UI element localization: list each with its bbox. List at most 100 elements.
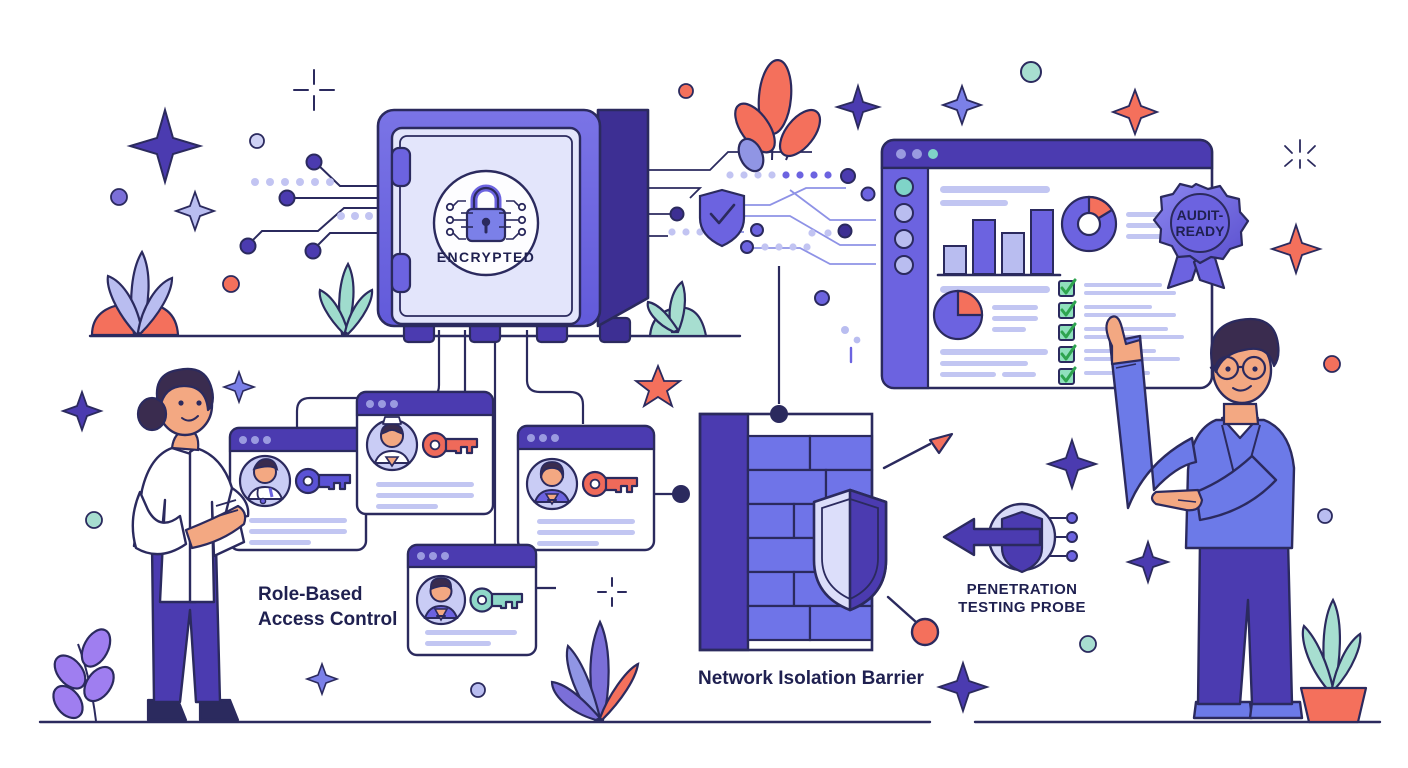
dashboard-section-heading — [940, 286, 1050, 293]
key-icon-teal — [469, 587, 524, 613]
card-text-lines — [249, 518, 347, 545]
mouth — [181, 415, 199, 422]
decor-dots — [85, 61, 1341, 698]
card-dot-1[interactable] — [366, 400, 374, 408]
bar-3 — [1001, 232, 1025, 275]
dashboard-titlebar — [880, 138, 1214, 170]
pointing-arm — [1194, 454, 1278, 522]
probe-circuit-nodes — [1066, 512, 1078, 562]
connector-endpoint-dot — [672, 485, 690, 503]
card-titlebar — [228, 426, 368, 453]
circuit-dot-runs-right — [668, 171, 832, 251]
bar-1 — [943, 245, 967, 275]
finger-line — [215, 499, 237, 507]
dashboard-donut-chart — [1060, 195, 1118, 253]
card-dot-2[interactable] — [429, 552, 437, 560]
compliance-dashboard-window[interactable] — [880, 138, 1214, 390]
analyst-figure-right — [1105, 315, 1304, 720]
bar-2 — [972, 219, 996, 275]
plant-coral-left — [90, 249, 180, 337]
key-icon-red — [421, 431, 479, 459]
badge-text-line2: READY — [1175, 223, 1225, 239]
glasses-icon — [1209, 355, 1267, 381]
card-dot-3[interactable] — [263, 436, 271, 444]
card-dot-3[interactable] — [390, 400, 398, 408]
card-dot-3[interactable] — [551, 434, 559, 442]
decor-sparkles — [60, 82, 1323, 714]
eye-right — [1252, 366, 1258, 372]
right-shoe — [198, 698, 240, 722]
rbac-card-specialist[interactable] — [516, 424, 656, 552]
card-dot-1[interactable] — [239, 436, 247, 444]
encryption-circuit-right — [499, 200, 521, 240]
card-dot-1[interactable] — [527, 434, 535, 442]
badge-text-line1: AUDIT- — [1177, 207, 1224, 223]
potted-plant-right — [1299, 597, 1368, 724]
card-dot-3[interactable] — [441, 552, 449, 560]
dashboard-text-lines-bottom — [940, 349, 1048, 377]
card-dot-2[interactable] — [251, 436, 259, 444]
pie-legend-lines — [992, 305, 1038, 332]
neck — [1222, 402, 1260, 426]
dashboard-pie-chart — [932, 289, 984, 341]
mouth — [1232, 385, 1252, 392]
attack-arrow-icon — [942, 517, 1042, 557]
doctor-avatar-icon — [238, 454, 292, 508]
safe-door-inner-line — [399, 135, 573, 317]
rbac-card-nurse[interactable] — [355, 390, 495, 516]
plant-red-leaves-top — [734, 59, 822, 173]
checklist-row — [1058, 278, 1176, 297]
plant-teal-left — [318, 261, 374, 336]
plant-purple-coral-bottom — [550, 619, 640, 722]
rbac-card-administrator[interactable] — [406, 543, 538, 657]
card-titlebar — [355, 390, 495, 417]
card-titlebar — [516, 424, 656, 451]
rbac-caption-line2: Access Control — [258, 609, 397, 630]
network-isolation-barrier[interactable]: Network Isolation Barrier — [698, 412, 925, 689]
dashboard-sidebar[interactable] — [880, 166, 930, 390]
firewall-side-panel — [698, 412, 750, 652]
pointing-hand-side — [1150, 488, 1204, 512]
encrypted-safe-vault[interactable]: ENCRYPTED — [376, 108, 650, 344]
card-dot-2[interactable] — [539, 434, 547, 442]
safe-badge-text: ENCRYPTED — [437, 249, 535, 265]
window-dot-2[interactable] — [912, 149, 922, 159]
circuit-nodes-left — [239, 153, 323, 260]
safe-hinge-top — [390, 146, 412, 188]
finger-line — [217, 509, 239, 517]
shield-icon — [812, 488, 888, 612]
dashboard-text-lines-top — [940, 186, 1050, 206]
badge-inner-circle — [1170, 193, 1230, 253]
sidebar-item-active[interactable] — [894, 177, 914, 197]
nurse-avatar-icon — [365, 416, 419, 472]
rbac-card-doctor[interactable] — [228, 426, 368, 552]
firewall-caption: Network Isolation Barrier — [698, 668, 925, 689]
padlock-icon — [465, 184, 507, 243]
clinician-figure-left — [131, 367, 250, 722]
window-dot-1[interactable] — [896, 149, 906, 159]
dashboard-bar-chart — [936, 209, 1062, 277]
window-dot-3[interactable] — [928, 149, 938, 159]
circuit-nodes-right — [669, 168, 876, 306]
penetration-testing-probe[interactable]: PENETRATION TESTING PROBE — [942, 502, 1086, 616]
circuit-traces-left — [247, 162, 392, 251]
card-dot-2[interactable] — [378, 400, 386, 408]
bar-4 — [1030, 209, 1054, 275]
hair — [155, 367, 214, 412]
audit-ready-badge[interactable]: AUDIT- READY — [1152, 182, 1250, 290]
hair — [1210, 317, 1280, 374]
safe-hinge-bottom — [390, 252, 412, 294]
probe-caption-line2: TESTING PROBE — [958, 599, 1086, 616]
sidebar-item-3[interactable] — [894, 229, 914, 249]
sidebar-item-2[interactable] — [894, 203, 914, 223]
shield-check-icon — [698, 188, 746, 248]
firewall-endpoint-dot — [886, 595, 940, 647]
sidebar-item-4[interactable] — [894, 255, 914, 275]
probe-caption-line1: PENETRATION — [967, 581, 1078, 598]
hand-line — [1115, 363, 1137, 369]
hand-line — [1177, 499, 1197, 503]
card-dot-1[interactable] — [417, 552, 425, 560]
specialist-avatar-icon — [525, 457, 579, 511]
card-text-lines — [537, 519, 635, 546]
